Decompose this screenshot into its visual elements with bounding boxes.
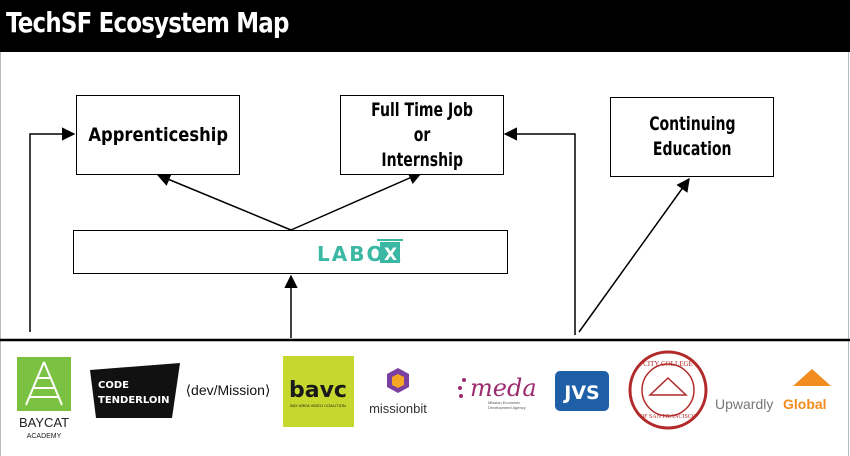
- code-tenderloin-line1: CODE: [98, 380, 129, 391]
- meda-sub2: Development Agency: [488, 405, 526, 410]
- arrow-laborx-fulltime: [290, 171, 423, 231]
- code-tenderloin-logo: CODE TENDERLOIN: [90, 363, 180, 418]
- upwardly-word2: Global: [783, 396, 827, 412]
- apprenticeship-label: Apprenticeship: [88, 123, 228, 146]
- laborx-logo: LABOR X: [317, 239, 403, 266]
- arrow-to-apprenticeship: [29, 127, 76, 332]
- page-title: TechSF Ecosystem Map: [6, 6, 289, 39]
- meda-sub1: Mission Economic: [488, 400, 520, 405]
- jvs-name: JVS: [562, 382, 599, 404]
- bavc-logo: bavc BAY AREA VIDEO COALITION: [283, 356, 354, 427]
- meda-name: meda: [470, 374, 537, 402]
- missionbit-name: missionbit: [369, 401, 427, 416]
- ccsf-seal-logo: CITY COLLEGE OF SAN FRANCISCO: [628, 350, 708, 430]
- baycat-sub: ACADEMY: [27, 433, 62, 440]
- upwardly-word1: Upwardly: [715, 396, 773, 412]
- laborx-logo-x: X: [384, 245, 397, 265]
- title-bar: TechSF Ecosystem Map: [0, 0, 850, 52]
- jvs-logo: JVS: [555, 371, 609, 411]
- baycat-logo: BAYCAT ACADEMY: [17, 357, 71, 440]
- diagram-frame: [0, 52, 849, 456]
- missionbit-logo: missionbit: [369, 368, 427, 416]
- ccsf-top-text: CITY COLLEGE: [643, 360, 693, 368]
- arrow-to-continuing: [578, 177, 690, 333]
- arrow-to-fulltime: [503, 127, 576, 335]
- ccsf-bottom-text: OF SAN FRANCISCO: [640, 414, 697, 420]
- meda-logo: meda Mission Economic Development Agency: [458, 374, 537, 410]
- apprenticeship-box: Apprenticeship: [76, 95, 240, 175]
- upwardly-global-logo: Upwardly Global: [715, 369, 831, 412]
- bavc-name: bavc: [289, 378, 347, 403]
- dev-mission-logo: ⟨dev/Mission⟩: [186, 382, 271, 398]
- code-tenderloin-line2: TENDERLOIN: [98, 395, 169, 406]
- baycat-name: BAYCAT: [19, 415, 69, 430]
- bavc-sub: BAY AREA VIDEO COALITION: [290, 403, 346, 408]
- arrow-laborx-apprenticeship: [156, 173, 292, 231]
- laborx-platform-box: LABOR X: [73, 230, 508, 274]
